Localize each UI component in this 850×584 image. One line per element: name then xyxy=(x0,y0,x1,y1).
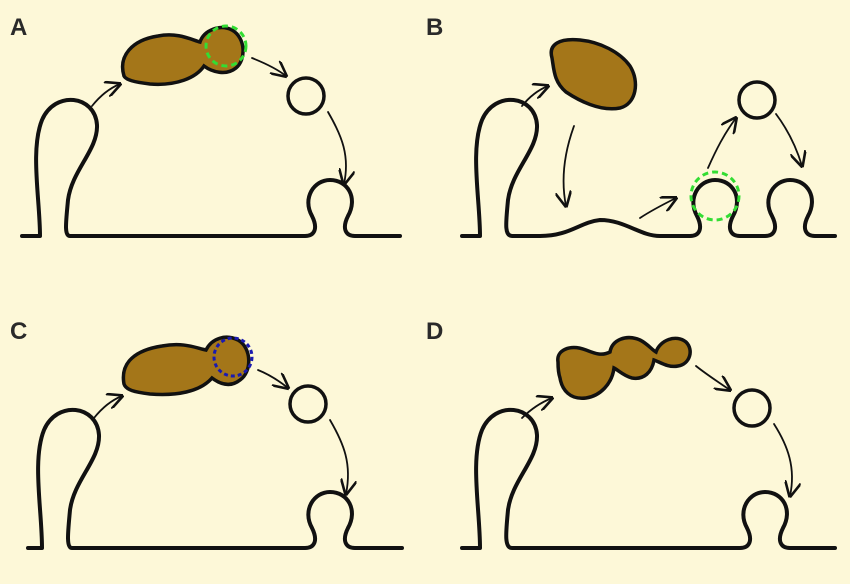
panel-label-b: B xyxy=(426,14,444,41)
vesicle-circle xyxy=(732,388,772,428)
curved-arrow xyxy=(251,57,286,76)
brown-body xyxy=(120,25,245,87)
panel-label-a: A xyxy=(10,14,28,41)
brown-body xyxy=(556,335,692,400)
panel-d xyxy=(460,335,837,550)
vesicle-circle xyxy=(288,384,328,424)
curved-arrow xyxy=(639,198,676,219)
vesicle-circle xyxy=(286,76,326,116)
panel-label-d: D xyxy=(426,318,444,345)
membrane-line xyxy=(460,97,837,238)
curved-arrow xyxy=(257,369,288,388)
vesicle-circle xyxy=(737,80,777,120)
curved-arrow xyxy=(521,86,548,107)
curved-arrow xyxy=(775,113,802,166)
curved-arrow xyxy=(93,396,122,419)
curved-arrow xyxy=(564,125,575,206)
membrane-line xyxy=(460,407,837,550)
curved-arrow xyxy=(329,419,348,494)
curved-arrow xyxy=(773,423,792,496)
panel-c xyxy=(26,335,404,550)
dashed-ring xyxy=(204,24,248,68)
brown-body xyxy=(549,37,638,111)
membrane-line xyxy=(20,97,402,238)
curved-arrow xyxy=(327,111,346,184)
curved-arrow xyxy=(707,118,736,169)
curved-arrow xyxy=(695,365,730,390)
panel-b xyxy=(460,37,837,238)
curved-arrow xyxy=(91,84,120,107)
panel-label-c: C xyxy=(10,318,28,345)
dashed-ring xyxy=(212,336,254,378)
panel-a xyxy=(20,24,402,238)
membrane-line xyxy=(26,407,404,550)
curved-arrow xyxy=(521,398,552,419)
dashed-ring xyxy=(689,170,741,222)
brown-body xyxy=(121,335,251,397)
